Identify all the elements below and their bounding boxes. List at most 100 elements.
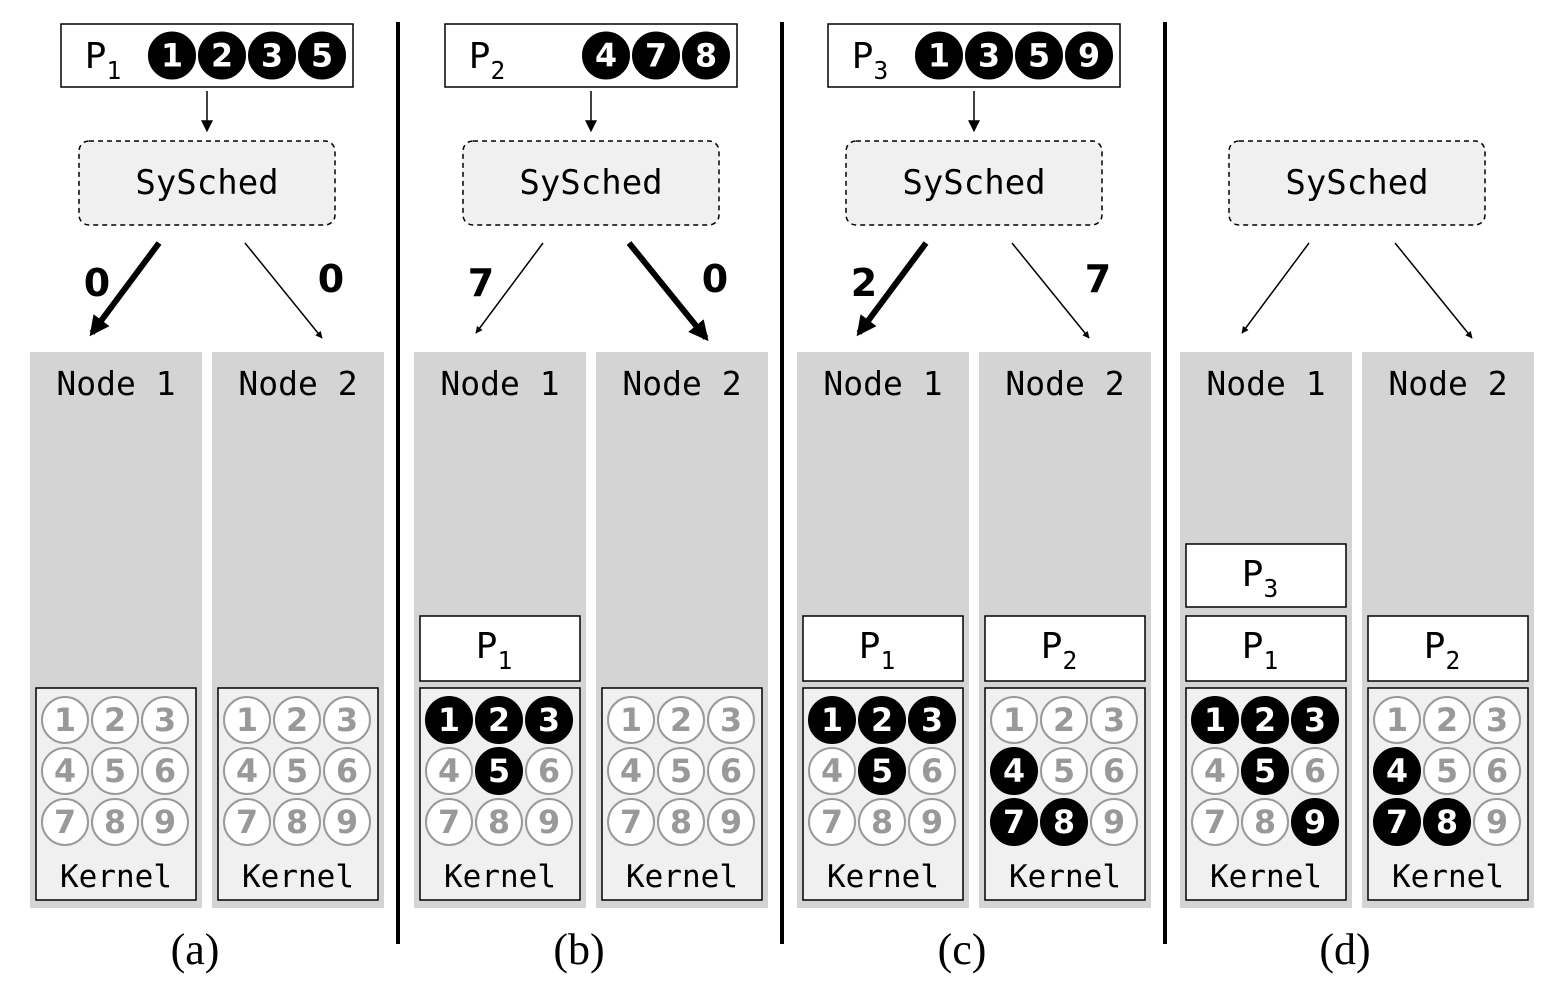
syscall-number: 5 [670, 754, 692, 790]
syscall-number: 1 [620, 703, 642, 739]
syscall-active-circle [682, 31, 730, 80]
syscall-number: 9 [1486, 805, 1508, 841]
syscall-number: 4 [620, 754, 642, 790]
scheduled-process-frame [1367, 615, 1529, 682]
syscall-number: 6 [538, 754, 560, 790]
syscall-number: 7 [236, 805, 258, 841]
syscall-number: 2 [104, 703, 126, 739]
syscall-active-circle [1065, 31, 1113, 80]
syscall-inactive-circle [808, 747, 856, 795]
syscall-inactive-circle [525, 747, 573, 795]
syscall-number: 5 [311, 39, 333, 75]
incoming-syscall: 9 [1065, 31, 1113, 80]
scheduled-process-frame [1185, 543, 1347, 608]
scheduler-label: SySched [519, 163, 662, 203]
syscall-inactive-circle [425, 798, 473, 846]
syscall-number: 8 [488, 805, 510, 841]
kernel-syscall: 9 [707, 798, 755, 846]
syscall-inactive-circle [223, 798, 271, 846]
kernel-syscall: 8 [475, 798, 523, 846]
syscall-active-circle [1040, 798, 1088, 846]
syscall-active-circle [1423, 798, 1471, 846]
incoming-syscall: 1 [915, 31, 963, 80]
kernel-syscall: 1 [1373, 696, 1421, 744]
node-label: Node 1 [1206, 364, 1325, 403]
kernel-syscall: 5 [273, 747, 321, 795]
syscall-number: 3 [1304, 703, 1326, 739]
kernel-syscall: 5 [1423, 747, 1471, 795]
syscall-number: 3 [1486, 703, 1508, 739]
kernel-syscall: 4 [1373, 747, 1421, 795]
scheduler-frame [845, 140, 1103, 226]
kernel-syscall: 1 [425, 696, 473, 744]
scheduled-process-label: P1 [476, 626, 512, 675]
syscall-inactive-circle [141, 696, 189, 744]
syscall-active-circle [965, 31, 1013, 80]
syscall-number: 9 [720, 805, 742, 841]
incoming-syscall: 4 [582, 31, 630, 80]
syscall-inactive-circle [1291, 747, 1339, 795]
syscall-number: 9 [921, 805, 943, 841]
syscall-inactive-circle [273, 798, 321, 846]
syscall-inactive-circle [607, 798, 655, 846]
syscall-number: 4 [236, 754, 258, 790]
syscall-active-circle [990, 747, 1038, 795]
scheduler-frame [78, 140, 336, 226]
scheduled-process-frame [419, 615, 581, 682]
kernel-syscall: 5 [657, 747, 705, 795]
kernel-syscall: 9 [1090, 798, 1138, 846]
node-label: Node 2 [622, 364, 741, 403]
scheduled-process-label: P1 [859, 626, 895, 675]
score-node-1: 0 [84, 261, 110, 305]
kernel-syscall: 4 [425, 747, 473, 795]
kernel-syscall: 5 [475, 747, 523, 795]
syscall-inactive-circle [525, 798, 573, 846]
syscall-number: 7 [1204, 805, 1226, 841]
syscall-number: 6 [154, 754, 176, 790]
kernel-syscall: 2 [475, 696, 523, 744]
syscall-number: 4 [1386, 754, 1408, 790]
syscall-number: 5 [1053, 754, 1075, 790]
syscall-active-circle [1015, 31, 1063, 80]
scheduled-process-label: P2 [1424, 626, 1460, 675]
syscall-number: 2 [1436, 703, 1458, 739]
syscall-number: 8 [670, 805, 692, 841]
scheduled-process-label: P2 [1041, 626, 1077, 675]
incoming-syscall: 5 [1015, 31, 1063, 80]
syscall-inactive-circle [908, 747, 956, 795]
syscall-active-circle [198, 31, 246, 80]
syscall-active-circle [1291, 696, 1339, 744]
syscall-number: 3 [154, 703, 176, 739]
scheduler-box: SySched [1228, 140, 1486, 226]
scheduler-label: SySched [1285, 163, 1428, 203]
syscall-number: 3 [538, 703, 560, 739]
kernel-syscall: 6 [525, 747, 573, 795]
node-label: Node 1 [56, 364, 175, 403]
kernel-syscall: 5 [1040, 747, 1088, 795]
syscall-inactive-circle [1090, 696, 1138, 744]
syscall-number: 3 [720, 703, 742, 739]
syscall-inactive-circle [273, 747, 321, 795]
syscall-inactive-circle [273, 696, 321, 744]
syscall-number: 9 [336, 805, 358, 841]
syscall-inactive-circle [91, 747, 139, 795]
syscall-inactive-circle [1423, 747, 1471, 795]
incoming-syscall: 2 [198, 31, 246, 80]
scheduler-box: SySched [78, 140, 336, 226]
kernel-syscall: 6 [1473, 747, 1521, 795]
syscall-active-circle [808, 696, 856, 744]
syscall-number: 4 [821, 754, 843, 790]
kernel-syscall: 6 [323, 747, 371, 795]
kernel-syscall: 8 [657, 798, 705, 846]
syscall-number: 9 [538, 805, 560, 841]
panel-caption: (b) [553, 925, 604, 974]
kernel-label: Kernel [242, 859, 354, 895]
syscall-number: 3 [978, 39, 1000, 75]
